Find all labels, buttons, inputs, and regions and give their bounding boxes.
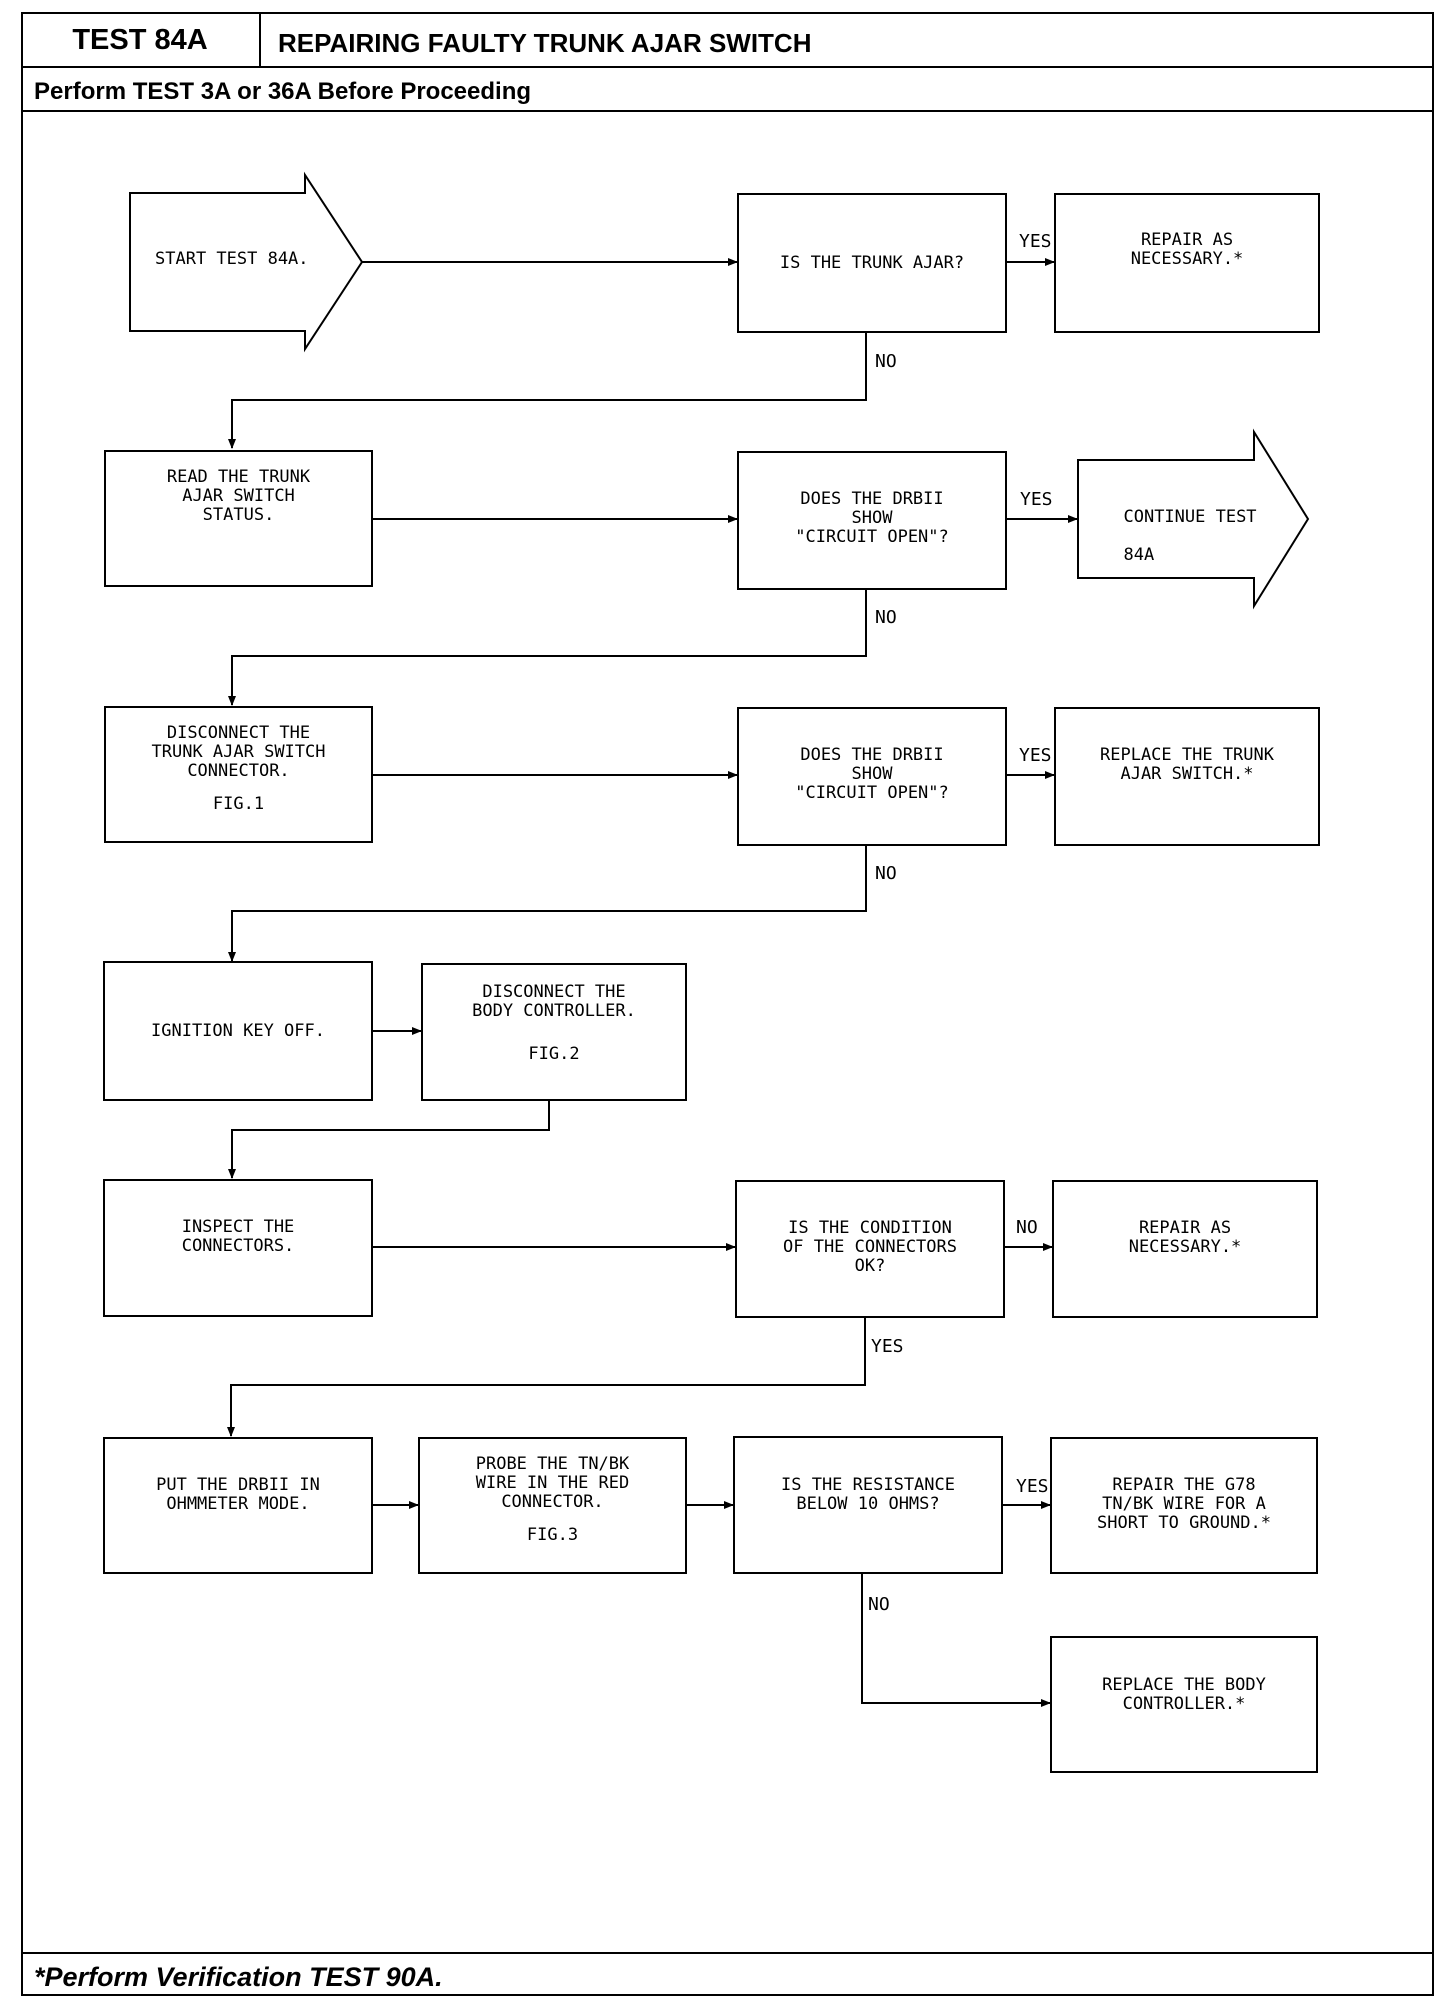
connector-q1-no	[228, 333, 867, 449]
ohmmeter-mode: PUT THE DRBII IN OHMMETER MODE.	[103, 1437, 373, 1574]
box-line: "CIRCUIT OPEN"?	[795, 783, 949, 803]
box-line: REPAIR AS	[1140, 230, 1234, 250]
box-line: "CIRCUIT OPEN"?	[795, 527, 949, 547]
connector-q2-no	[228, 590, 867, 706]
page-title: REPAIRING FAULTY TRUNK AJAR SWITCH	[278, 28, 812, 58]
inspect-connectors: INSPECT THE CONNECTORS.	[103, 1179, 373, 1317]
box-line: TN/BK WIRE FOR A	[1102, 1494, 1266, 1514]
box-line: DISCONNECT THE	[482, 982, 626, 1002]
box-line: REPLACE THE TRUNK	[1100, 745, 1274, 765]
start-arrow-text: START TEST 84A.	[155, 249, 309, 269]
figure-reference: FIG.3	[526, 1525, 579, 1545]
continue-line-2: 84A	[1123, 545, 1155, 565]
box-line: NECESSARY.*	[1130, 249, 1244, 269]
repair-as-necessary-2: REPAIR AS NECESSARY.*	[1052, 1180, 1318, 1318]
read-switch-status: READ THE TRUNK AJAR SWITCH STATUS.	[104, 450, 373, 587]
question-text: IS THE TRUNK AJAR?	[779, 252, 965, 273]
box-line: BELOW 10 OHMS?	[796, 1494, 940, 1514]
no-label: NO	[1016, 1217, 1038, 1238]
box-line: DISCONNECT THE	[166, 723, 311, 743]
replace-trunk-ajar-switch: REPLACE THE TRUNK AJAR SWITCH.*	[1054, 707, 1320, 846]
box-line: SHORT TO GROUND.*	[1097, 1513, 1271, 1533]
box-line: CONTROLLER.*	[1122, 1694, 1246, 1714]
box-line: IGNITION KEY OFF.	[151, 1020, 325, 1041]
continue-arrow-shape	[1077, 428, 1310, 610]
no-label: NO	[875, 607, 897, 628]
question-connectors-ok: IS THE CONDITION OF THE CONNECTORS OK?	[735, 1180, 1005, 1318]
box-line: CONNECTOR.	[187, 761, 290, 781]
box-line: STATUS.	[202, 505, 275, 525]
connector-q3-no	[228, 846, 867, 962]
box-line: REPAIR AS	[1138, 1218, 1232, 1238]
box-line: IS THE CONDITION	[788, 1218, 952, 1238]
no-label: NO	[875, 351, 897, 372]
box-line: CONNECTOR.	[501, 1492, 604, 1512]
question-trunk-ajar: IS THE TRUNK AJAR?	[737, 193, 1007, 333]
disconnect-switch-connector: DISCONNECT THE TRUNK AJAR SWITCH CONNECT…	[104, 706, 373, 843]
connector-body-to-inspect	[228, 1101, 550, 1179]
probe-tn-bk-wire: PROBE THE TN/BK WIRE IN THE RED CONNECTO…	[418, 1437, 687, 1574]
figure-reference: FIG.1	[212, 794, 265, 814]
box-line: TRUNK AJAR SWITCH	[151, 742, 326, 762]
box-line: SHOW	[851, 508, 893, 528]
box-line: OF THE CONNECTORS	[783, 1237, 957, 1257]
box-line: OHMMETER MODE.	[166, 1494, 310, 1514]
box-line: REPAIR THE G78	[1112, 1475, 1256, 1495]
yes-label: YES	[1020, 489, 1053, 510]
box-line: REPLACE THE BODY	[1102, 1675, 1266, 1695]
continue-line-1: CONTINUE TEST	[1123, 507, 1257, 527]
box-line: OK?	[854, 1256, 886, 1276]
prerequisite-row	[21, 68, 1434, 112]
connector-q5-no	[861, 1574, 1051, 1707]
box-line: PROBE THE TN/BK	[475, 1454, 630, 1474]
prerequisite-text: Perform TEST 3A or 36A Before Proceeding	[34, 78, 532, 105]
header-row	[21, 12, 1434, 68]
footer-row	[21, 1952, 1434, 1996]
box-line: DOES THE DRBII	[800, 745, 944, 765]
figure-reference: FIG.2	[528, 1044, 580, 1064]
footer-note: *Perform Verification TEST 90A.	[34, 1962, 443, 1992]
box-line: AJAR SWITCH	[182, 486, 295, 506]
yes-label: YES	[871, 1336, 904, 1357]
box-line: READ THE TRUNK	[166, 467, 311, 487]
disconnect-body-controller: DISCONNECT THE BODY CONTROLLER. FIG.2	[421, 963, 687, 1101]
no-label: NO	[875, 863, 897, 884]
connector-q4-yes	[227, 1318, 866, 1437]
yes-label: YES	[1019, 231, 1052, 252]
continue-arrow-text: CONTINUE TEST 84A	[1103, 489, 1257, 565]
page-frame	[21, 12, 1434, 1996]
question-resistance: IS THE RESISTANCE BELOW 10 OHMS?	[733, 1436, 1003, 1574]
yes-label: YES	[1019, 745, 1052, 766]
box-line: NECESSARY.*	[1128, 1237, 1242, 1257]
start-arrow-shape	[129, 171, 364, 353]
replace-body-controller: REPLACE THE BODY CONTROLLER.*	[1050, 1636, 1318, 1773]
box-line: DOES THE DRBII	[800, 489, 944, 509]
box-line: IS THE RESISTANCE	[781, 1475, 955, 1495]
repair-g78-wire: REPAIR THE G78 TN/BK WIRE FOR A SHORT TO…	[1050, 1437, 1318, 1574]
test-id: TEST 84A	[21, 12, 261, 68]
ignition-key-off: IGNITION KEY OFF.	[103, 961, 373, 1101]
no-label: NO	[868, 1594, 890, 1615]
box-line: SHOW	[851, 764, 893, 784]
yes-label: YES	[1016, 1476, 1049, 1497]
box-line: INSPECT THE	[181, 1217, 295, 1237]
box-line: PUT THE DRBII IN	[156, 1475, 320, 1495]
box-line: WIRE IN THE RED	[475, 1473, 630, 1493]
box-line: BODY CONTROLLER.	[472, 1001, 636, 1021]
question-circuit-open-1: DOES THE DRBII SHOW "CIRCUIT OPEN"?	[737, 451, 1007, 590]
repair-as-necessary-1: REPAIR AS NECESSARY.*	[1054, 193, 1320, 333]
box-line: CONNECTORS.	[181, 1236, 295, 1256]
question-circuit-open-2: DOES THE DRBII SHOW "CIRCUIT OPEN"?	[737, 707, 1007, 846]
box-line: AJAR SWITCH.*	[1120, 764, 1254, 784]
